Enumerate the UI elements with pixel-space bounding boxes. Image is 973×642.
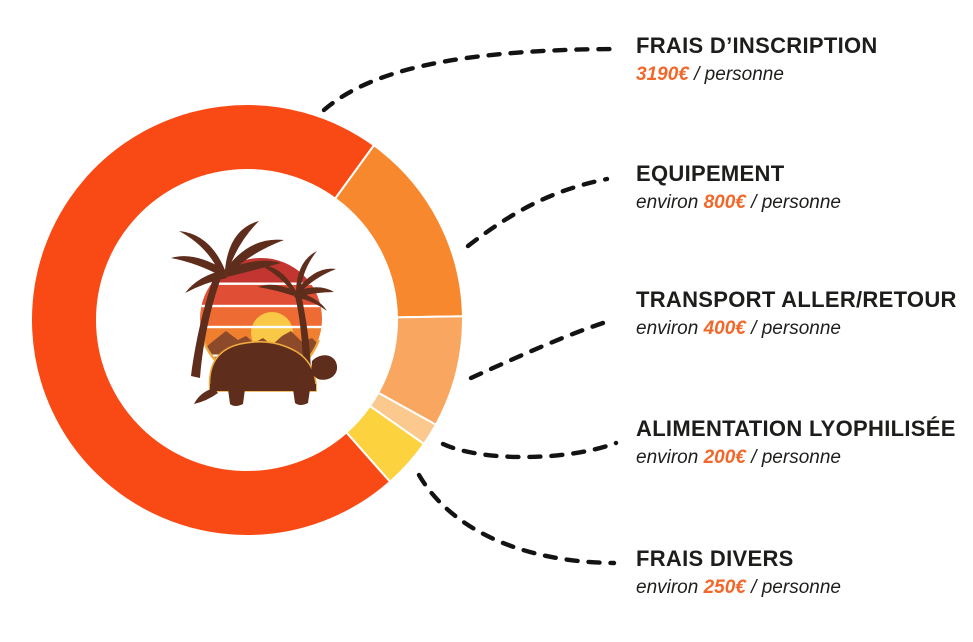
donut-segment-1 xyxy=(30,103,392,537)
callout-transport: TRANSPORT ALLER/RETOUR environ 400€ / pe… xyxy=(636,287,973,340)
per-person-text: / personne xyxy=(751,447,841,468)
turtle-sunset-logo xyxy=(171,221,338,406)
connector-equipement xyxy=(465,176,610,249)
connector-frais-divers xyxy=(416,472,617,566)
callout-title: EQUIPEMENT xyxy=(636,161,785,186)
connector-alimentation xyxy=(440,440,619,460)
palm-tree-right-icon xyxy=(258,251,336,372)
callout-subtitle: environ 400€ / personne xyxy=(636,318,973,340)
callout-title: ALIMENTATION LYOPHILISÉE xyxy=(636,416,956,441)
per-person-text: / personne xyxy=(751,577,841,598)
donut-segment-5 xyxy=(344,404,426,484)
turtle-icon xyxy=(194,341,338,406)
donut-segment-2 xyxy=(333,143,464,319)
donut-segments xyxy=(30,103,464,537)
callout-frais-divers: FRAIS DIVERS environ 250€ / personne xyxy=(636,546,973,599)
per-person-text: / personne xyxy=(751,192,841,213)
callout-subtitle: environ 200€ / personne xyxy=(636,447,973,469)
callout-subtitle: environ 250€ / personne xyxy=(636,577,973,599)
price-value: 400€ xyxy=(703,318,746,339)
per-person-text: / personne xyxy=(751,318,841,339)
callout-frais-inscription: FRAIS D’INSCRIPTION 3190€ / personne xyxy=(636,33,973,86)
callout-equipement: EQUIPEMENT environ 800€ / personne xyxy=(636,161,973,214)
palm-tree-left-icon xyxy=(171,221,284,378)
callout-subtitle: environ 800€ / personne xyxy=(636,192,973,214)
approx-text: environ xyxy=(636,577,704,598)
callout-alimentation: ALIMENTATION LYOPHILISÉE environ 200€ / … xyxy=(636,416,973,469)
callout-title: TRANSPORT ALLER/RETOUR xyxy=(636,287,957,312)
price-value: 250€ xyxy=(703,577,746,598)
callout-title: FRAIS DIVERS xyxy=(636,546,794,571)
connector-transport xyxy=(468,318,612,381)
price-value: 3190€ xyxy=(636,64,689,85)
callout-title: FRAIS D’INSCRIPTION xyxy=(636,33,878,58)
approx-text: environ xyxy=(636,447,704,468)
connector-frais-inscription xyxy=(321,46,616,113)
approx-text: environ xyxy=(636,318,704,339)
per-person-text: / personne xyxy=(694,64,784,85)
price-value: 200€ xyxy=(703,447,746,468)
price-value: 800€ xyxy=(703,192,746,213)
callout-subtitle: 3190€ / personne xyxy=(636,64,973,86)
approx-text: environ xyxy=(636,192,704,213)
connector-lines xyxy=(321,46,619,566)
